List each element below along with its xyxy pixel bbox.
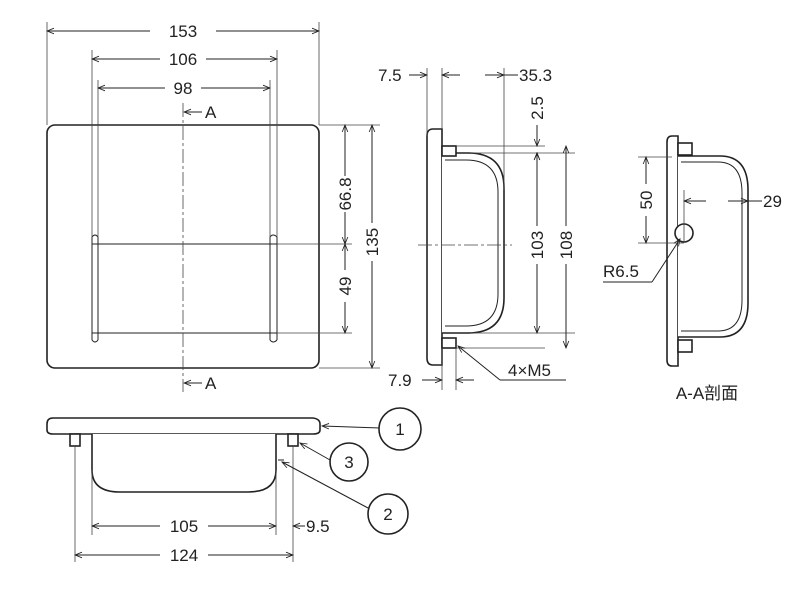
side-body-inner <box>445 159 499 327</box>
dim-2-5: 2.5 <box>528 96 547 120</box>
dim-135: 135 <box>363 228 382 256</box>
dim-66-8: 66.8 <box>336 177 355 210</box>
side-stud-bottom <box>441 337 457 349</box>
callout-1 <box>378 407 422 451</box>
front-view: A A 153 106 98 66.8 49 <box>47 22 382 393</box>
radius-label: R6.5 <box>603 262 639 281</box>
recess-left-cap-top <box>91 234 99 238</box>
side-flange <box>426 128 443 366</box>
recess-right-cap-bottom <box>269 339 278 343</box>
dim-124: 124 <box>170 546 198 565</box>
dim-98: 98 <box>174 79 193 98</box>
callout-2-label: 2 <box>383 505 392 524</box>
dim-50: 50 <box>637 191 656 210</box>
section-body-inner <box>681 161 743 332</box>
bottom-stud-right <box>287 433 299 447</box>
recess-left-cap-bottom <box>91 339 99 343</box>
recess-right-cap-top <box>269 234 278 238</box>
leader-m5-arrow <box>458 346 501 381</box>
dim-9-5: 9.5 <box>306 517 330 536</box>
bottom-flange <box>46 417 321 435</box>
dim-108: 108 <box>557 231 576 259</box>
callout-3 <box>329 442 369 482</box>
leader-3 <box>300 443 331 461</box>
dim-103: 103 <box>528 231 547 259</box>
callout-3-label: 3 <box>344 453 353 472</box>
dim-7-5: 7.5 <box>378 66 402 85</box>
dim-35-3: 35.3 <box>519 66 552 85</box>
leader-1 <box>322 426 381 428</box>
dim-7-9: 7.9 <box>388 371 412 390</box>
section-view: 50 29 R6.5 A-A剖面 <box>603 135 782 403</box>
dim-29: 29 <box>763 192 782 211</box>
leader-radius-arrow <box>651 239 680 283</box>
bottom-view: 105 9.5 124 1 3 2 <box>46 407 422 565</box>
side-body <box>442 152 505 334</box>
dim-106: 106 <box>169 50 197 69</box>
bottom-body <box>91 434 277 493</box>
callout-1-label: 1 <box>395 420 404 439</box>
side-stud-top <box>441 145 457 157</box>
screw-spec: 4×M5 <box>508 361 551 380</box>
section-stud-bottom <box>677 339 693 353</box>
callout-2 <box>367 493 409 535</box>
leader-2 <box>282 462 369 509</box>
bottom-stud-left <box>69 433 81 447</box>
section-caption: A-A剖面 <box>676 384 738 403</box>
dim-105: 105 <box>170 517 198 536</box>
section-stud-top <box>677 142 693 156</box>
section-mark-bottom: A <box>205 374 217 393</box>
dim-153: 153 <box>169 22 197 41</box>
section-mark-top: A <box>205 103 217 122</box>
side-view: 7.5 35.3 2.5 103 108 7.9 4×M5 <box>378 66 576 390</box>
dim-49: 49 <box>336 277 355 296</box>
section-body <box>678 155 749 338</box>
